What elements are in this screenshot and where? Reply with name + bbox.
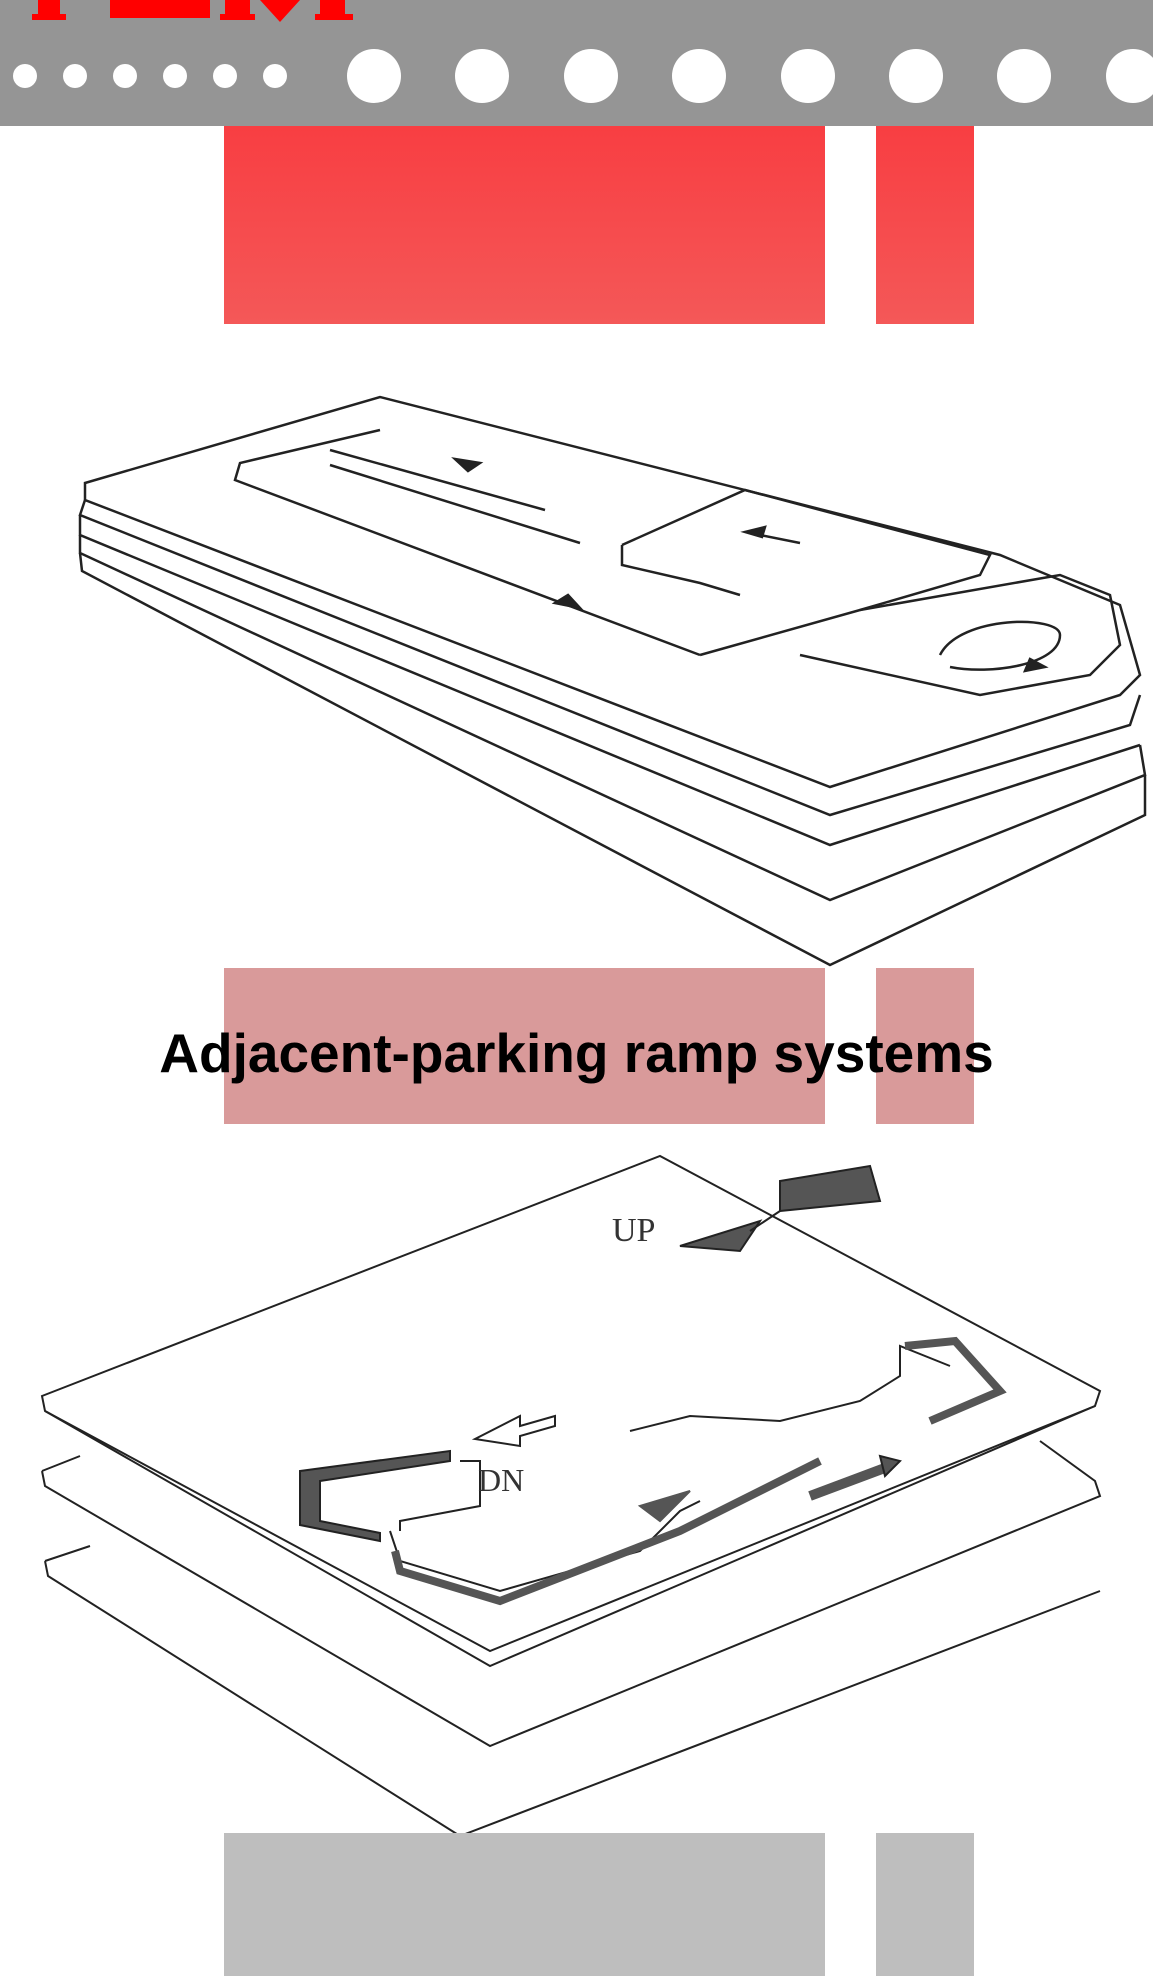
header-dot-small (13, 64, 37, 88)
header-dot-large (672, 49, 727, 103)
header-dot-large (1105, 49, 1153, 103)
header-dot-large (780, 49, 835, 103)
accent-bar-middle-wide (224, 968, 825, 1124)
header-bar (0, 0, 1153, 126)
accent-bar-top-wide (224, 126, 825, 324)
stacked-ramp-diagram (78, 395, 1147, 967)
down-label: DN (478, 1462, 524, 1498)
header-dot-small (113, 64, 137, 88)
header-dot-small (163, 64, 187, 88)
header-dot-small (63, 64, 87, 88)
header-dot-large (563, 49, 618, 103)
accent-bar-bottom-narrow (876, 1833, 974, 1976)
logo-fragment (32, 0, 353, 22)
accent-bar-top-narrow (876, 126, 974, 324)
slide-title: Adjacent-parking ramp systems (159, 1022, 994, 1084)
header-dot-large (455, 49, 510, 103)
accent-bar-bottom-wide (224, 1833, 825, 1976)
up-label: UP (612, 1212, 655, 1249)
header-dot-small (263, 64, 287, 88)
header-dot-large (347, 49, 401, 103)
header-dot-large (997, 49, 1052, 103)
accent-bar-middle-narrow (876, 968, 974, 1124)
adjacent-ramp-diagram: UP DN (40, 1154, 1102, 1836)
header-dot-small (213, 64, 237, 88)
header-dot-large (889, 49, 943, 103)
